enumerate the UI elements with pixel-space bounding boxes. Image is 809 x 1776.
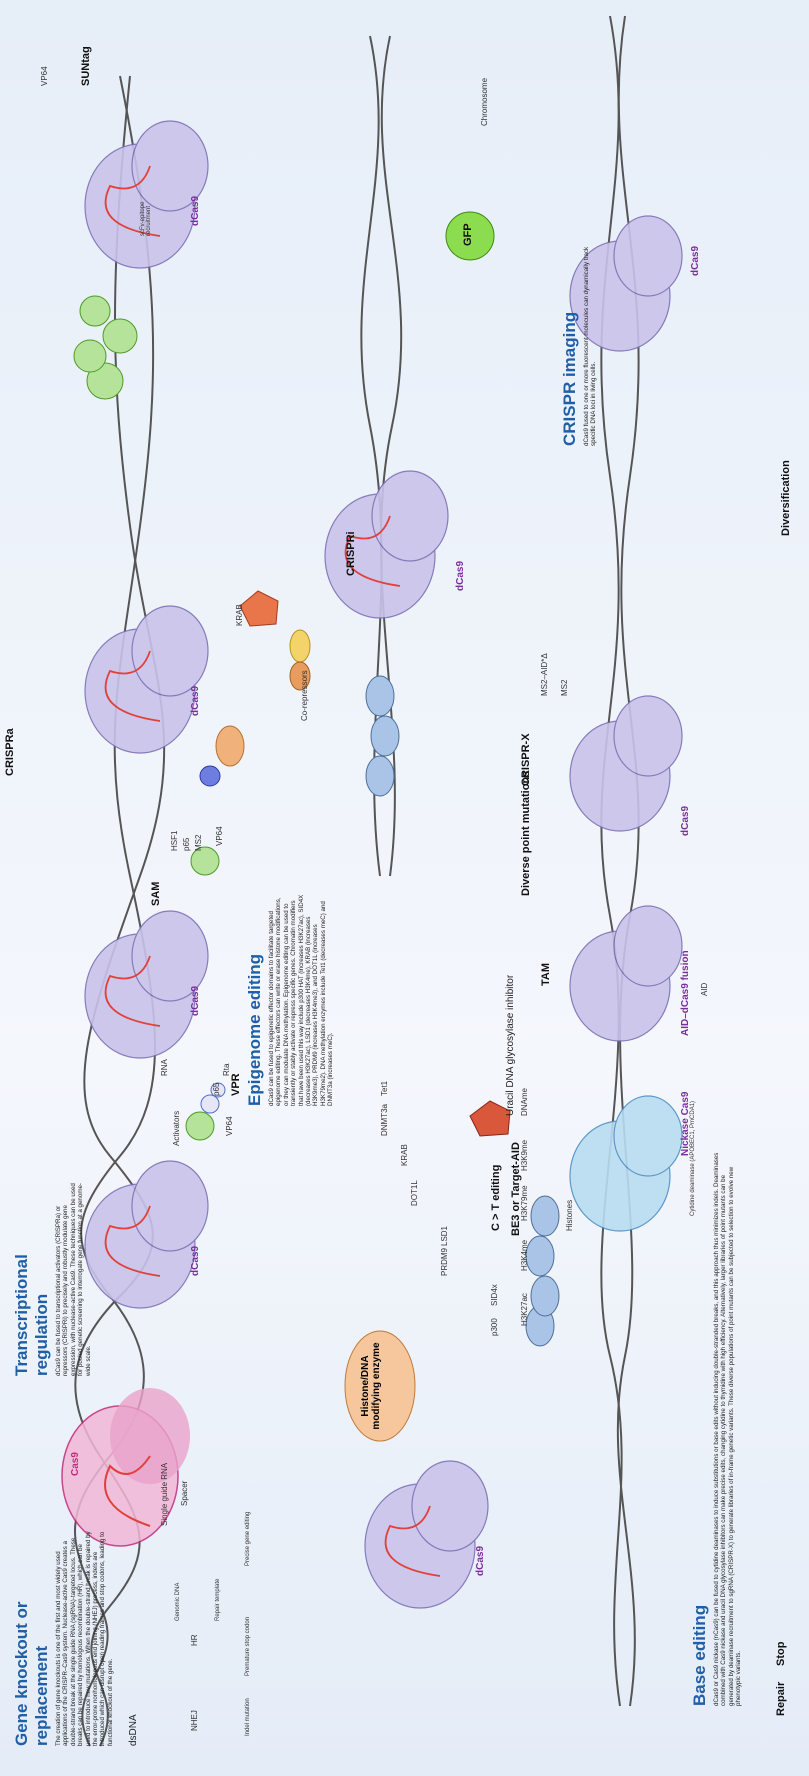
- cas9-label: Cas9: [70, 1452, 81, 1476]
- rna-label: RNA: [160, 1059, 169, 1076]
- be3-label: BE3 or Target-AID: [510, 1142, 522, 1236]
- crispra-label: CRISPRa: [4, 728, 16, 776]
- nickase-label: Nickase Cas9: [680, 1092, 691, 1157]
- dcas9-label-5: dCas9: [455, 561, 466, 591]
- spacer-label: Spacer: [180, 1481, 189, 1506]
- activators-label: Activators: [172, 1111, 181, 1146]
- suntag-label: SUNtag: [80, 46, 92, 86]
- hsf1-label: HSF1: [170, 831, 179, 851]
- premature-stop-label: Premature stop codon: [245, 1617, 251, 1676]
- dcas9-label-3: dCas9: [190, 686, 201, 716]
- imaging-panel: CRISPR imaging dCas9 fused to one or mor…: [560, 236, 598, 446]
- enzyme-p300: p300: [490, 1318, 499, 1336]
- ugi-label: Uracil DNA glycosylase inhibitor: [505, 975, 516, 1116]
- mark-dname: DNAme: [520, 1088, 529, 1116]
- aid-label: AID: [700, 983, 709, 996]
- ms2-ad-label: MS2–AID*Δ: [540, 653, 549, 696]
- dcas9-label-2: dCas9: [190, 986, 201, 1016]
- genomic-dna-label: Genomic DNA: [175, 1583, 181, 1621]
- gfp-label: GFP: [462, 223, 474, 246]
- dcas9-label-7: dCas9: [680, 806, 691, 836]
- modifier-label: Histone/DNA modifying enzyme: [360, 1341, 382, 1431]
- base-editing-body: dCas9 or Cas9 nickase (nCas9) can be fus…: [713, 1146, 743, 1706]
- dcas9-label-4: dCas9: [190, 196, 201, 226]
- nickase-cas9-protein: [570, 1096, 682, 1231]
- epigenome-body: dCas9 can be fused to epigenetic effecto…: [268, 891, 335, 1106]
- epigenome-title: Epigenome editing: [245, 891, 265, 1106]
- indel-label: Indel mutation: [245, 1698, 251, 1736]
- transcriptional-panel: Transcriptional regulation dCas9 can be …: [12, 1176, 92, 1376]
- imaging-body: dCas9 fused to one or more fluorescent m…: [583, 236, 598, 446]
- enzyme-krab: KRAB: [400, 1144, 409, 1166]
- vp64-label-2: VP64: [215, 826, 224, 846]
- crispri-label: CRISPRi: [345, 531, 357, 576]
- enzyme-dot1l: DOT1L: [410, 1180, 419, 1206]
- repair-label: Repair: [775, 1682, 787, 1716]
- imaging-title: CRISPR imaging: [560, 236, 580, 446]
- crisprx-label: CRISPR-X: [520, 733, 532, 786]
- sam-label: SAM: [150, 882, 162, 906]
- diversification-label: Diversification: [780, 460, 792, 536]
- transcriptional-body: dCas9 can be fused to transcriptional ac…: [55, 1176, 92, 1376]
- krab-label-1: KRAB: [235, 604, 244, 626]
- epigenome-panel: Epigenome editing dCas9 can be fused to …: [245, 891, 335, 1106]
- cas9-protein: [62, 1388, 190, 1546]
- gene-knockout-title: Gene knockout or replacement: [12, 1531, 52, 1746]
- chromosome-label: Chromosome: [480, 78, 489, 126]
- aid-dcas9-label: AID–dCas9 fusion: [680, 950, 691, 1036]
- dsdna-label: dsDNA: [128, 1714, 139, 1746]
- vp64-label-1: VP64: [225, 1116, 234, 1136]
- vp64-label-3: VP64: [40, 66, 49, 86]
- hr-label: HR: [190, 1634, 199, 1646]
- enzyme-dnmt3a: DNMT3a: [380, 1104, 389, 1136]
- enzyme-tet1: Tet1: [380, 1081, 389, 1096]
- p65-label-1: p65: [212, 1083, 221, 1096]
- ms2-label-1: MS2: [194, 835, 203, 851]
- precise-editing-label: Precise gene editing: [245, 1512, 251, 1566]
- stop-label: Stop: [775, 1642, 787, 1666]
- repair-template-label: Repair template: [215, 1579, 221, 1621]
- sgrna-label: Single guide RNA: [160, 1463, 169, 1526]
- mark-h3k27ac: H3K27ac: [520, 1293, 529, 1326]
- nhej-label: NHEJ: [190, 1710, 199, 1731]
- enzyme-prdm9: PRDM9: [440, 1248, 449, 1276]
- vpr-label: VPR: [230, 1073, 242, 1096]
- enzyme-lsd1: LSD1: [440, 1226, 449, 1246]
- dcas9-label-8: dCas9: [690, 246, 701, 276]
- scfv-label: scFv-epitope recruitment: [140, 176, 152, 236]
- p65-label-2: p65: [182, 838, 191, 851]
- gene-knockout-body: The creation of gene knockouts is one of…: [55, 1531, 114, 1746]
- dcas9-label-6: dCas9: [475, 1546, 486, 1576]
- corepressors-label: Co-repressors: [300, 670, 309, 721]
- base-editing-title: Base editing: [690, 1146, 710, 1706]
- mark-h3k4me: H3K4me: [520, 1240, 529, 1271]
- tam-label: TAM: [540, 963, 552, 986]
- base-editing-panel: Base editing dCas9 or Cas9 nickase (nCas…: [690, 1146, 743, 1706]
- gene-knockout-panel: Gene knockout or replacement The creatio…: [12, 1531, 114, 1746]
- transcriptional-title: Transcriptional regulation: [12, 1176, 52, 1376]
- c-to-t-label: C > T editing: [490, 1165, 502, 1231]
- histones-label: Histones: [565, 1200, 574, 1231]
- dcas9-label-1: dCas9: [190, 1246, 201, 1276]
- ms2-label-2: MS2: [560, 680, 569, 696]
- diverse-label: Diverse point mutations: [520, 771, 532, 896]
- enzyme-sid4x: SID4x: [490, 1284, 499, 1306]
- rta-label: Rta: [222, 1064, 231, 1076]
